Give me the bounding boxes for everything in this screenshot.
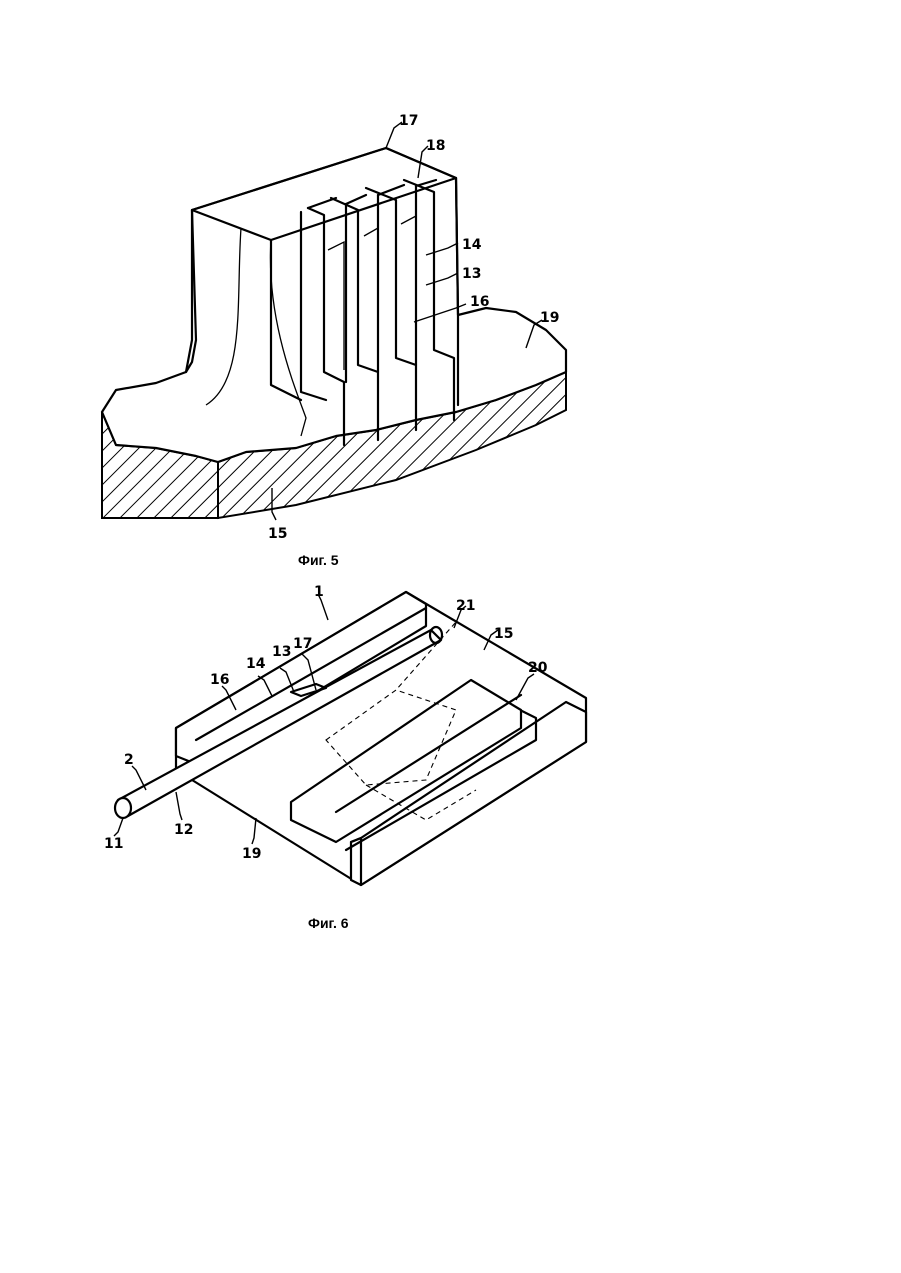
- label-15: 15: [268, 526, 287, 542]
- label-13: 13: [272, 644, 291, 660]
- figure-5: 17 18 14 13 16 19 15 Фиг. 5: [96, 100, 576, 575]
- figure-6-caption: Фиг. 6: [308, 915, 349, 931]
- figure-6: 1 21 15 17 13 14 16 20 2 12 11 19 Фиг. 6: [96, 580, 596, 940]
- label-11: 11: [104, 836, 123, 852]
- rod-end-11: [115, 798, 131, 818]
- label-14: 14: [246, 656, 266, 672]
- label-16: 16: [210, 672, 229, 688]
- label-20: 20: [528, 660, 548, 676]
- figure-5-caption: Фиг. 5: [298, 552, 339, 568]
- block-left-edge: [186, 210, 192, 372]
- label-16: 16: [470, 294, 489, 310]
- label-17: 17: [399, 113, 418, 129]
- label-19: 19: [242, 846, 261, 862]
- label-17: 17: [293, 636, 312, 652]
- label-18: 18: [426, 138, 445, 154]
- label-1: 1: [314, 584, 324, 600]
- label-21: 21: [456, 598, 475, 614]
- label-2: 2: [124, 752, 134, 768]
- label-19: 19: [540, 310, 559, 326]
- figure-6-drawing: 1 21 15 17 13 14 16 20 2 12 11 19 Фиг. 6: [96, 580, 596, 940]
- label-13: 13: [462, 266, 481, 282]
- label-12: 12: [174, 822, 193, 838]
- label-15: 15: [494, 626, 513, 642]
- figure-5-drawing: 17 18 14 13 16 19 15 Фиг. 5: [96, 100, 576, 575]
- label-14: 14: [462, 237, 482, 253]
